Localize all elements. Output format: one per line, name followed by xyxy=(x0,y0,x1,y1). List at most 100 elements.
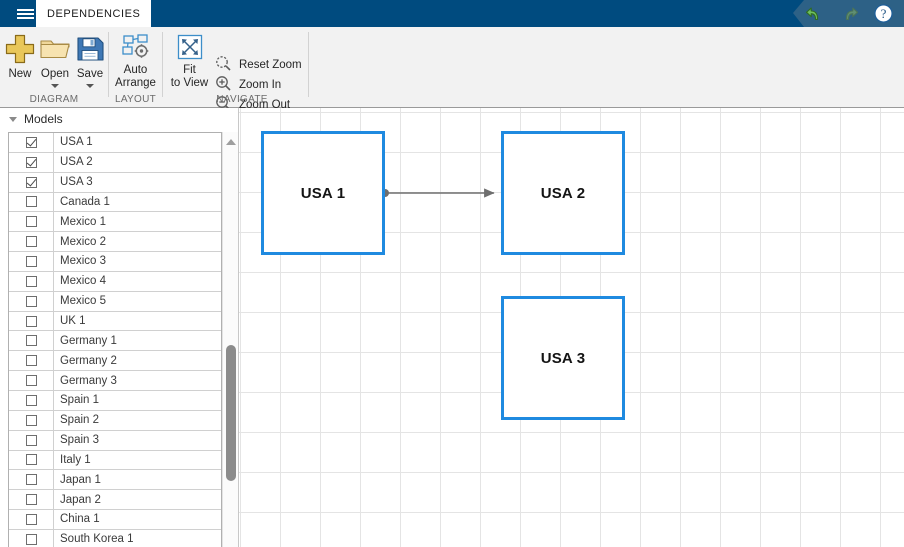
save-dropdown-caret-icon[interactable] xyxy=(86,84,94,88)
list-item-checkbox-cell[interactable] xyxy=(9,133,54,152)
graph-node-usa1[interactable]: USA 1 xyxy=(261,131,385,255)
list-item-checkbox-cell[interactable] xyxy=(9,152,54,172)
ribbon-toolbar: New Open xyxy=(0,27,904,111)
models-list-scrollbar[interactable] xyxy=(222,132,238,547)
scroll-up-arrow-icon[interactable] xyxy=(226,139,236,145)
list-item[interactable]: Japan 1 xyxy=(9,470,221,491)
zoom-in-icon xyxy=(215,75,232,95)
list-item-checkbox-cell[interactable] xyxy=(9,450,54,470)
model-checkbox[interactable] xyxy=(25,136,37,148)
model-checkbox[interactable] xyxy=(25,513,37,525)
tab-dependencies-label: DEPENDENCIES xyxy=(47,7,141,20)
redo-arrow-icon[interactable] xyxy=(838,3,860,25)
list-item[interactable]: Mexico 3 xyxy=(9,252,221,272)
model-checkbox[interactable] xyxy=(25,474,37,486)
floppy-disk-icon xyxy=(73,32,107,66)
list-item-checkbox-cell[interactable] xyxy=(9,311,54,331)
list-item-checkbox-cell[interactable] xyxy=(9,390,54,410)
model-checkbox[interactable] xyxy=(25,236,37,248)
model-checkbox[interactable] xyxy=(25,216,37,228)
save-button[interactable]: Save xyxy=(72,32,108,88)
list-item[interactable]: Mexico 5 xyxy=(9,291,221,312)
list-item-checkbox-cell[interactable] xyxy=(9,291,54,311)
model-checkbox[interactable] xyxy=(25,315,37,327)
auto-arrange-label-line2: Arrange xyxy=(115,77,156,89)
list-item[interactable]: Mexico 1 xyxy=(9,212,221,233)
model-checkbox[interactable] xyxy=(25,434,37,446)
list-item-checkbox-cell[interactable] xyxy=(9,529,54,547)
zoom-in-button[interactable]: Zoom In xyxy=(215,75,281,95)
model-checkbox[interactable] xyxy=(25,355,37,367)
list-item[interactable]: UK 1 xyxy=(9,311,221,332)
list-item[interactable]: Mexico 2 xyxy=(9,232,221,253)
graph-node-label: USA 3 xyxy=(540,349,586,367)
hamburger-menu-icon[interactable] xyxy=(8,0,42,27)
undo-arrow-icon[interactable] xyxy=(804,3,826,25)
list-item[interactable]: Spain 2 xyxy=(9,410,221,431)
open-button[interactable]: Open xyxy=(37,32,73,88)
list-item-checkbox-cell[interactable] xyxy=(9,430,54,450)
list-item[interactable]: Japan 2 xyxy=(9,490,221,511)
list-item[interactable]: Spain 3 xyxy=(9,430,221,451)
list-item[interactable]: Germany 3 xyxy=(9,371,221,391)
list-item[interactable]: Mexico 4 xyxy=(9,271,221,292)
list-item[interactable]: USA 3 xyxy=(9,172,221,193)
zoom-in-label: Zoom In xyxy=(239,79,282,91)
model-checkbox[interactable] xyxy=(25,454,37,466)
list-item-checkbox-cell[interactable] xyxy=(9,510,54,529)
model-checkbox[interactable] xyxy=(25,196,37,208)
list-item-checkbox-cell[interactable] xyxy=(9,232,54,252)
list-item-checkbox-cell[interactable] xyxy=(9,371,54,390)
list-item-checkbox-cell[interactable] xyxy=(9,331,54,351)
reset-zoom-icon xyxy=(215,55,232,75)
new-button-label: New xyxy=(8,68,32,80)
ribbon-group-layout-label: LAYOUT xyxy=(114,94,157,105)
auto-arrange-button[interactable]: Auto Arrange xyxy=(109,32,162,90)
folder-icon xyxy=(38,32,72,66)
list-item-checkbox-cell[interactable] xyxy=(9,212,54,232)
model-checkbox[interactable] xyxy=(25,156,37,168)
graph-node-usa2[interactable]: USA 2 xyxy=(501,131,625,255)
reset-zoom-button[interactable]: Reset Zoom xyxy=(215,55,302,75)
scrollbar-thumb[interactable] xyxy=(226,345,236,481)
list-item[interactable]: USA 1 xyxy=(9,133,221,153)
list-item-checkbox-cell[interactable] xyxy=(9,470,54,490)
new-button[interactable]: New xyxy=(2,32,38,81)
list-item-checkbox-cell[interactable] xyxy=(9,252,54,271)
fit-to-view-label-line2: to View xyxy=(170,77,209,89)
list-item-label: Spain 3 xyxy=(60,434,100,447)
model-checkbox[interactable] xyxy=(25,414,37,426)
model-checkbox[interactable] xyxy=(25,494,37,506)
model-checkbox[interactable] xyxy=(25,533,37,545)
list-item[interactable]: China 1 xyxy=(9,510,221,530)
graph-node-usa3[interactable]: USA 3 xyxy=(501,296,625,420)
model-checkbox[interactable] xyxy=(25,295,37,307)
list-item-checkbox-cell[interactable] xyxy=(9,410,54,430)
list-item[interactable]: Germany 2 xyxy=(9,351,221,372)
model-checkbox[interactable] xyxy=(25,375,37,387)
list-item[interactable]: Italy 1 xyxy=(9,450,221,471)
list-item[interactable]: USA 2 xyxy=(9,152,221,173)
list-item-checkbox-cell[interactable] xyxy=(9,172,54,192)
list-item[interactable]: Spain 1 xyxy=(9,390,221,411)
model-checkbox[interactable] xyxy=(25,255,37,267)
chevron-down-icon[interactable] xyxy=(9,116,17,122)
dependency-graph-canvas[interactable]: USA 1 USA 2 USA 3 xyxy=(239,108,904,547)
list-item[interactable]: Germany 1 xyxy=(9,331,221,352)
model-checkbox[interactable] xyxy=(25,394,37,406)
help-question-icon[interactable]: ? xyxy=(872,3,894,25)
model-checkbox[interactable] xyxy=(25,275,37,287)
list-item-checkbox-cell[interactable] xyxy=(9,351,54,371)
fit-to-view-button[interactable]: Fit to View xyxy=(163,32,216,90)
list-item[interactable]: South Korea 1 xyxy=(9,529,221,547)
tab-dependencies[interactable]: DEPENDENCIES xyxy=(36,0,152,27)
list-item-label: USA 1 xyxy=(60,136,93,149)
list-item[interactable]: Canada 1 xyxy=(9,192,221,213)
list-item-checkbox-cell[interactable] xyxy=(9,192,54,212)
list-item-checkbox-cell[interactable] xyxy=(9,271,54,291)
list-item-checkbox-cell[interactable] xyxy=(9,490,54,510)
open-dropdown-caret-icon[interactable] xyxy=(51,84,59,88)
model-checkbox[interactable] xyxy=(25,176,37,188)
model-checkbox[interactable] xyxy=(25,335,37,347)
